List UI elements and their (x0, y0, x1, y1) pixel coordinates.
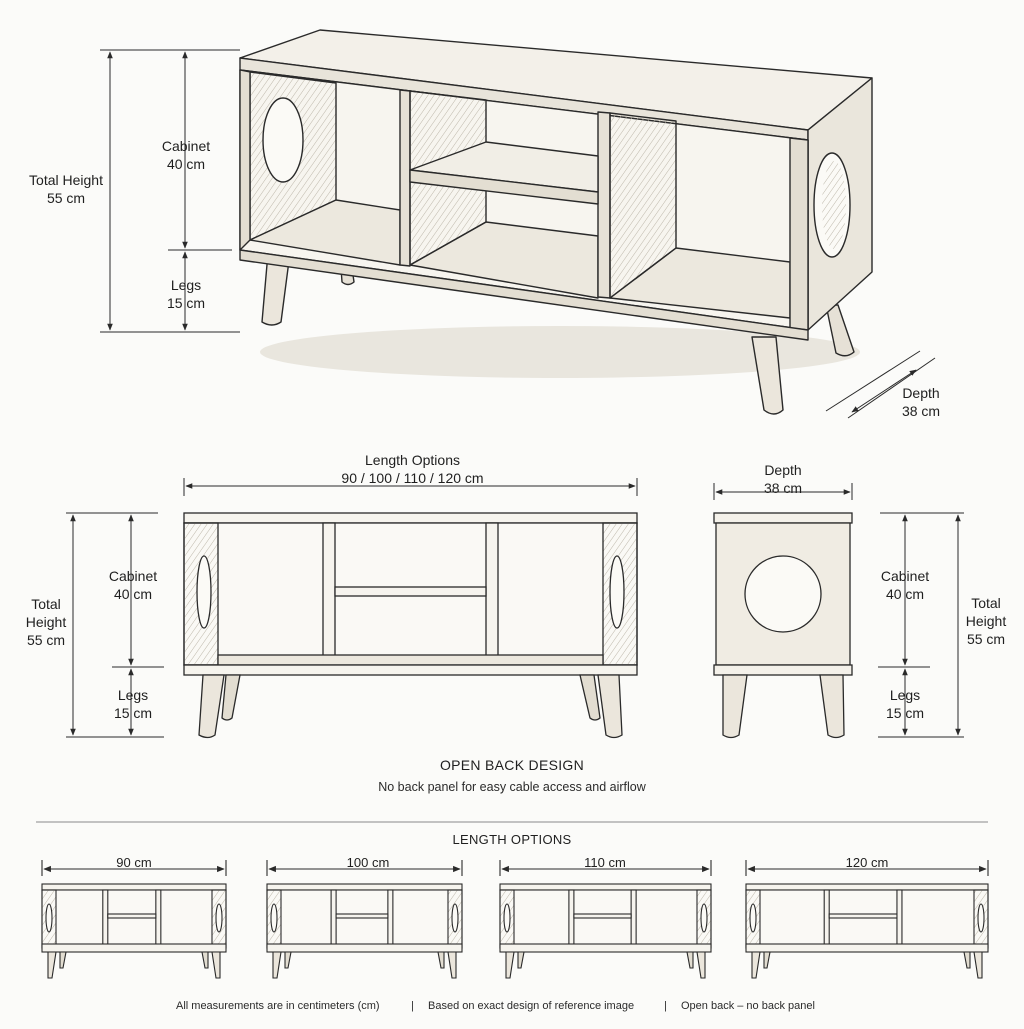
length-option-cabinet (41, 860, 227, 979)
front-view-cabinet (183, 512, 638, 739)
length-option-cabinet (266, 860, 463, 979)
length-options-title: LENGTH OPTIONS (452, 832, 572, 847)
open-back-subtitle: No back panel for easy cable access and … (378, 780, 646, 794)
option-label-100: 100 cm (346, 855, 390, 870)
side-view-dimensions (713, 483, 964, 738)
footer-separator: | (411, 1000, 414, 1012)
footer-note-design: Based on exact design of reference image (428, 1000, 635, 1012)
option-label-110: 110 cm (584, 855, 626, 870)
perspective-dimensions (100, 49, 936, 419)
side-view-cabinet (713, 512, 853, 739)
length-option-cabinet (499, 860, 712, 979)
perspective-cabinet (239, 29, 873, 415)
footer-note-open-back: Open back – no back panel (681, 1000, 815, 1012)
option-label-120: 120 cm (845, 855, 889, 870)
length-option-drawings (41, 860, 989, 979)
open-back-title: OPEN BACK DESIGN (439, 757, 585, 773)
length-option-cabinet (745, 860, 989, 979)
footer-separator: | (664, 1000, 667, 1012)
front-view-dimensions (66, 478, 638, 738)
footer-note-units: All measurements are in centimeters (cm) (176, 1000, 380, 1012)
option-label-90: 90 cm (116, 855, 152, 870)
